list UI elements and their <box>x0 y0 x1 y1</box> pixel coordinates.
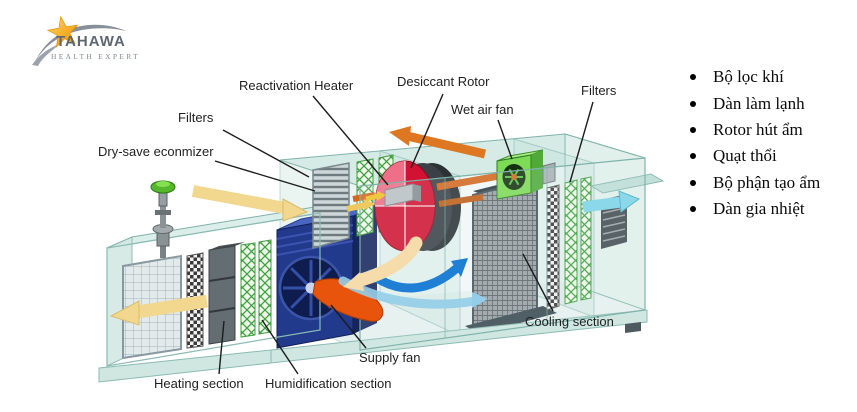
legend-item-label: Bộ phận tạo ẩm <box>713 172 821 192</box>
label-leader-lines <box>214 93 594 375</box>
brand-logo: TAHAWA HEALTH EXPERT <box>30 10 160 68</box>
heater-flame-arrow <box>365 191 386 202</box>
label-cooling-section: Cooling section <box>525 314 614 329</box>
legend-item-humidifier: Bộ phận tạo ẩm <box>684 170 856 196</box>
component-legend: Bộ lọc khí Dàn làm lạnh Rotor hút ẩm Quạ… <box>684 64 856 222</box>
legend-item-heating-coil: Dàn gia nhiệt <box>684 196 856 222</box>
supply-air-arrow-tan <box>343 236 423 291</box>
bullet-icon <box>690 206 696 213</box>
legend-item-desiccant-rotor: Rotor hút ẩm <box>684 117 856 143</box>
label-dry-save-economizer: Dry-save econmizer <box>98 144 214 159</box>
label-desiccant-rotor: Desiccant Rotor <box>397 74 490 89</box>
legend-item-cooling-coil: Dàn làm lạnh <box>684 90 856 116</box>
logo-graphic <box>32 15 126 66</box>
bullet-icon <box>690 100 696 107</box>
fresh-air-arrow <box>191 185 309 222</box>
economizer-valve <box>150 180 176 258</box>
legend-item-label: Quạt thổi <box>713 146 777 166</box>
label-reactivation-heater: Reactivation Heater <box>239 78 354 93</box>
reactivation-exhaust-arrow <box>389 126 487 159</box>
swoosh-icon <box>32 24 126 66</box>
bullet-icon <box>690 126 696 133</box>
filter-pass-arrow <box>346 199 375 212</box>
label-filters-right: Filters <box>581 83 617 98</box>
legend-item-label: Dàn gia nhiệt <box>713 199 805 219</box>
legend-item-blower-fan: Quạt thổi <box>684 143 856 169</box>
label-supply-fan: Supply fan <box>359 350 421 365</box>
prefilter-blocks <box>208 242 245 345</box>
label-wet-air-fan: Wet air fan <box>451 102 514 117</box>
ahu-illustration <box>98 93 665 383</box>
wet-air-fan-unit <box>496 149 556 200</box>
bullet-icon <box>690 179 696 186</box>
legend-item-label: Bộ lọc khí <box>713 67 784 87</box>
label-heating-section: Heating section <box>154 376 244 391</box>
brand-text: TAHAWA <box>56 33 126 50</box>
star-icon <box>46 15 79 48</box>
humidifier-filter-green <box>240 239 272 338</box>
bullet-icon <box>690 74 696 81</box>
label-filters-left: Filters <box>178 110 214 125</box>
exhaust-air-arrow <box>109 294 209 326</box>
label-humidification-section: Humidification section <box>265 376 392 391</box>
ahu-diagram: Filters Dry-save econmizer Reactivation … <box>85 58 685 405</box>
bullet-icon <box>690 153 696 160</box>
tagline-text: HEALTH EXPERT <box>51 52 140 61</box>
conditioned-air-arrow <box>582 190 641 213</box>
legend-item-air-filter: Bộ lọc khí <box>684 64 856 90</box>
legend-item-label: Dàn làm lạnh <box>713 93 805 113</box>
legend-item-label: Rotor hút ẩm <box>713 119 803 139</box>
reactivation-heater-element <box>384 183 421 207</box>
